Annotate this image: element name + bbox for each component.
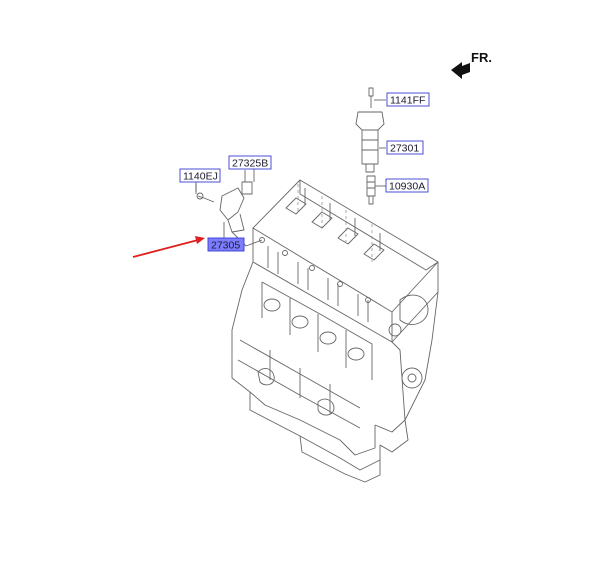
front-direction-indicator: FR. xyxy=(451,50,492,79)
ignition-coil-assembly xyxy=(355,87,386,173)
callout-1141FF[interactable]: 1141FF xyxy=(386,92,430,107)
svg-text:27305: 27305 xyxy=(211,240,240,252)
engine-block-drawing xyxy=(231,179,439,483)
callout-10930A[interactable]: 10930A xyxy=(385,178,429,193)
cam-position-sensor-assembly xyxy=(195,170,263,247)
spark-plug xyxy=(366,175,386,205)
front-direction-label: FR. xyxy=(471,50,492,65)
svg-text:27301: 27301 xyxy=(390,143,419,155)
callout-1140EJ[interactable]: 1140EJ xyxy=(179,168,221,183)
arrowhead-icon xyxy=(195,236,205,244)
callout-27305-highlighted[interactable]: 27305 xyxy=(207,237,245,252)
svg-text:1141FF: 1141FF xyxy=(390,95,425,107)
front-direction-arrow-icon xyxy=(451,62,470,79)
callout-27301[interactable]: 27301 xyxy=(386,140,424,155)
red-pointer-arrow xyxy=(132,236,205,258)
svg-text:10930A: 10930A xyxy=(389,181,425,193)
callout-27325B[interactable]: 27325B xyxy=(228,155,272,170)
svg-text:1140EJ: 1140EJ xyxy=(183,171,218,183)
svg-text:27325B: 27325B xyxy=(232,158,268,170)
